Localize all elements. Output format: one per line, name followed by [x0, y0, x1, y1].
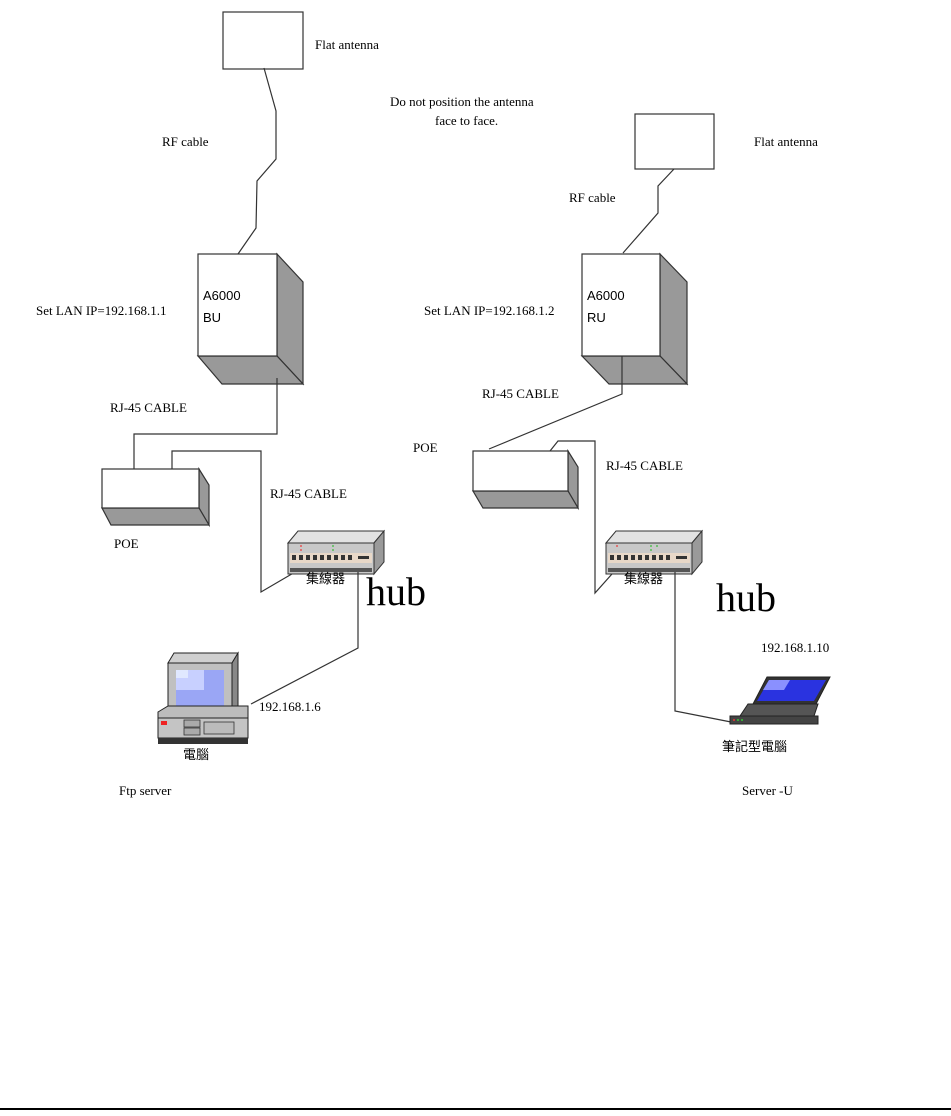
left-pc-ip-label: 192.168.1.6: [259, 699, 321, 714]
right-lan-ip-label: Set LAN IP=192.168.1.2: [424, 303, 554, 318]
left-rj45-label-1: RJ-45 CABLE: [110, 400, 187, 415]
right-rj45-cable-1: [488, 356, 623, 450]
right-flat-antenna: [634, 113, 715, 170]
left-flat-antenna: [222, 11, 304, 70]
right-rj45-label-1: RJ-45 CABLE: [482, 386, 559, 401]
right-hub-label: hub: [716, 575, 776, 620]
left-rj45-cable-2: [171, 450, 303, 594]
right-poe-label: POE: [413, 440, 438, 455]
right-rf-cable: [622, 168, 675, 254]
right-hub-cjk-label: 集線器: [624, 571, 663, 587]
left-a6000-bu-unit: A6000 BU: [196, 252, 305, 386]
right-hub-to-laptop-cable: [674, 572, 732, 723]
right-rj45-label-2: RJ-45 CABLE: [606, 458, 683, 473]
left-unit-type: BU: [203, 310, 221, 325]
left-pc-cjk-label: 電腦: [183, 748, 209, 763]
left-lan-ip-label: Set LAN IP=192.168.1.1: [36, 303, 166, 318]
left-rj45-label-2: RJ-45 CABLE: [270, 486, 347, 501]
right-rf-cable-label: RF cable: [569, 190, 616, 205]
left-rf-cable: [237, 67, 277, 255]
right-laptop-ip-label: 192.168.1.10: [761, 640, 829, 655]
right-laptop-role-label: Server -U: [742, 783, 794, 798]
left-desktop-computer-icon: [157, 651, 249, 744]
antenna-placement-note-line-1: Do not position the antenna: [390, 94, 534, 109]
right-antenna-label: Flat antenna: [754, 134, 818, 149]
right-unit-type: RU: [587, 310, 606, 325]
left-rj45-cable-1: [133, 378, 278, 470]
left-hub-label: hub: [366, 569, 426, 614]
page-footer-rule: [0, 1108, 951, 1110]
left-antenna-label: Flat antenna: [315, 37, 379, 52]
left-rf-cable-label: RF cable: [162, 134, 209, 149]
right-hub-device: [604, 529, 704, 576]
right-unit-model: A6000: [587, 288, 625, 303]
right-poe-injector: [471, 448, 580, 511]
left-pc-role-label: Ftp server: [119, 783, 172, 798]
left-unit-model: A6000: [203, 288, 241, 303]
right-rj45-cable-2: [549, 440, 621, 595]
left-hub-to-pc-cable: [250, 572, 359, 705]
right-laptop-computer-icon: [729, 676, 831, 725]
left-poe-injector: [101, 466, 211, 528]
left-poe-label: POE: [114, 536, 139, 551]
right-laptop-cjk-label: 筆記型電腦: [722, 739, 787, 755]
left-hub-cjk-label: 集線器: [306, 571, 345, 587]
left-hub-device: [286, 529, 386, 576]
right-a6000-ru-unit: A6000 RU: [580, 252, 689, 386]
antenna-placement-note-line-2: face to face.: [435, 113, 498, 128]
